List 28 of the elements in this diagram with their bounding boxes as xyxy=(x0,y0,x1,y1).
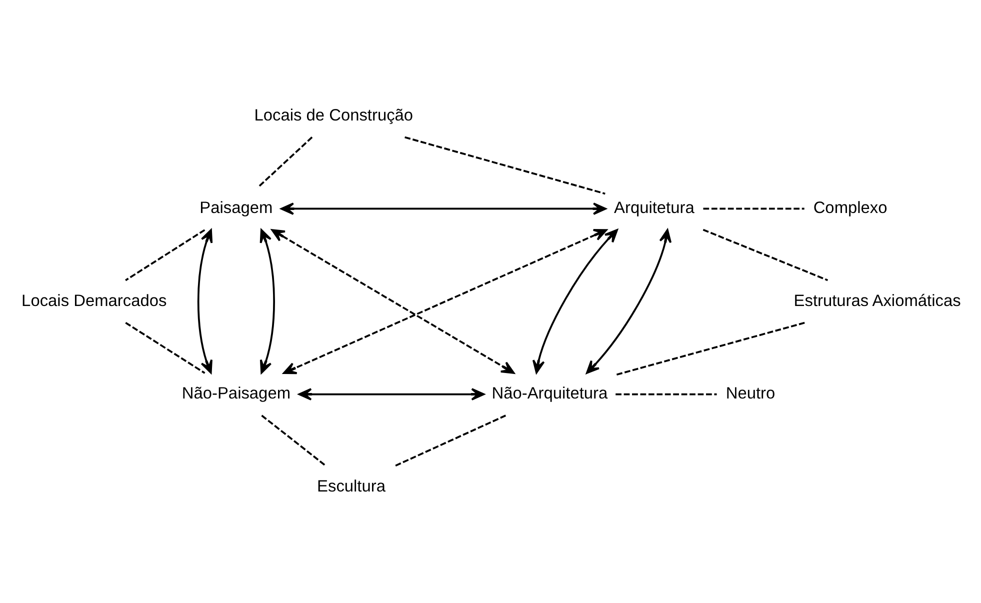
arrow xyxy=(586,229,672,374)
node-text: Não-Paisagem xyxy=(181,384,290,403)
connector xyxy=(702,208,804,210)
node-text: Locais de Construção xyxy=(254,106,413,124)
arrow xyxy=(282,229,607,374)
arrow xyxy=(532,229,618,374)
node-text: Escultura xyxy=(316,477,386,496)
arrow xyxy=(270,229,514,374)
connector xyxy=(124,229,205,282)
connector xyxy=(614,322,804,376)
connector xyxy=(124,322,205,374)
connector xyxy=(702,228,828,282)
connector xyxy=(404,136,605,195)
arrow xyxy=(280,202,606,215)
arrow xyxy=(259,229,274,374)
node-text: Locais Demarcados xyxy=(21,292,166,310)
connector xyxy=(615,393,716,396)
node-text: Complexo xyxy=(812,199,887,218)
node-text: Estruturas Axiomáticas xyxy=(793,292,960,310)
arrow xyxy=(196,229,212,374)
node-text: Arquitetura xyxy=(614,199,694,218)
node-text: Paisagem xyxy=(199,199,272,218)
connector xyxy=(393,414,506,468)
node-text: Não-Arquitetura xyxy=(491,384,608,403)
connector xyxy=(256,136,312,188)
connector xyxy=(260,414,326,467)
node-text: Neutro xyxy=(725,384,775,403)
arrow xyxy=(298,388,484,400)
